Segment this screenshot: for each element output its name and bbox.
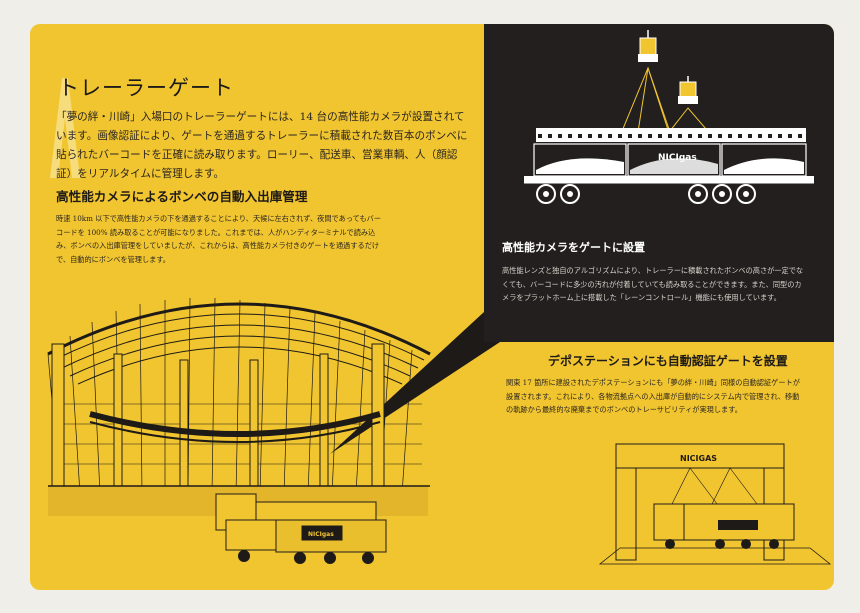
- section1-heading: 高性能カメラによるボンベの自動入出庫管理: [56, 189, 308, 204]
- section3-heading: デポステーションにも自動認証ゲートを設置: [548, 354, 788, 368]
- section3-body: 関東 17 箇所に建設されたデポステーションにも「夢の絆・川崎」同様の自動認証ゲ…: [506, 378, 800, 414]
- section1-body: 時速 10km 以下で高性能カメラの下を通過することにより、天候に左右されず、夜…: [56, 214, 382, 264]
- building-gate-illustration: NICIgas: [47, 297, 500, 564]
- depot-gate-illustration: NICIGAS: [598, 443, 832, 565]
- trailer-logo: NICIgas: [658, 153, 697, 163]
- content-panel: NICIgas: [30, 24, 834, 590]
- section2-heading: 高性能カメラをゲートに設置: [502, 241, 645, 254]
- gate-logo: NICIGAS: [680, 454, 717, 463]
- trailer-camera-illustration: NICIgas: [524, 30, 814, 204]
- decorative-letter-shape: [50, 78, 80, 178]
- section2-body: 高性能レンズと独自のアルゴリズムにより、トレーラーに積載されたボンベの高さが一定…: [502, 266, 804, 302]
- small-truck-logo: NICIgas: [308, 531, 334, 538]
- page-title: トレーラーゲート: [58, 76, 234, 100]
- intro-paragraph: 「夢の絆・川崎」入場口のトレーラーゲートには、14 台の高性能カメラが設置されて…: [56, 111, 468, 180]
